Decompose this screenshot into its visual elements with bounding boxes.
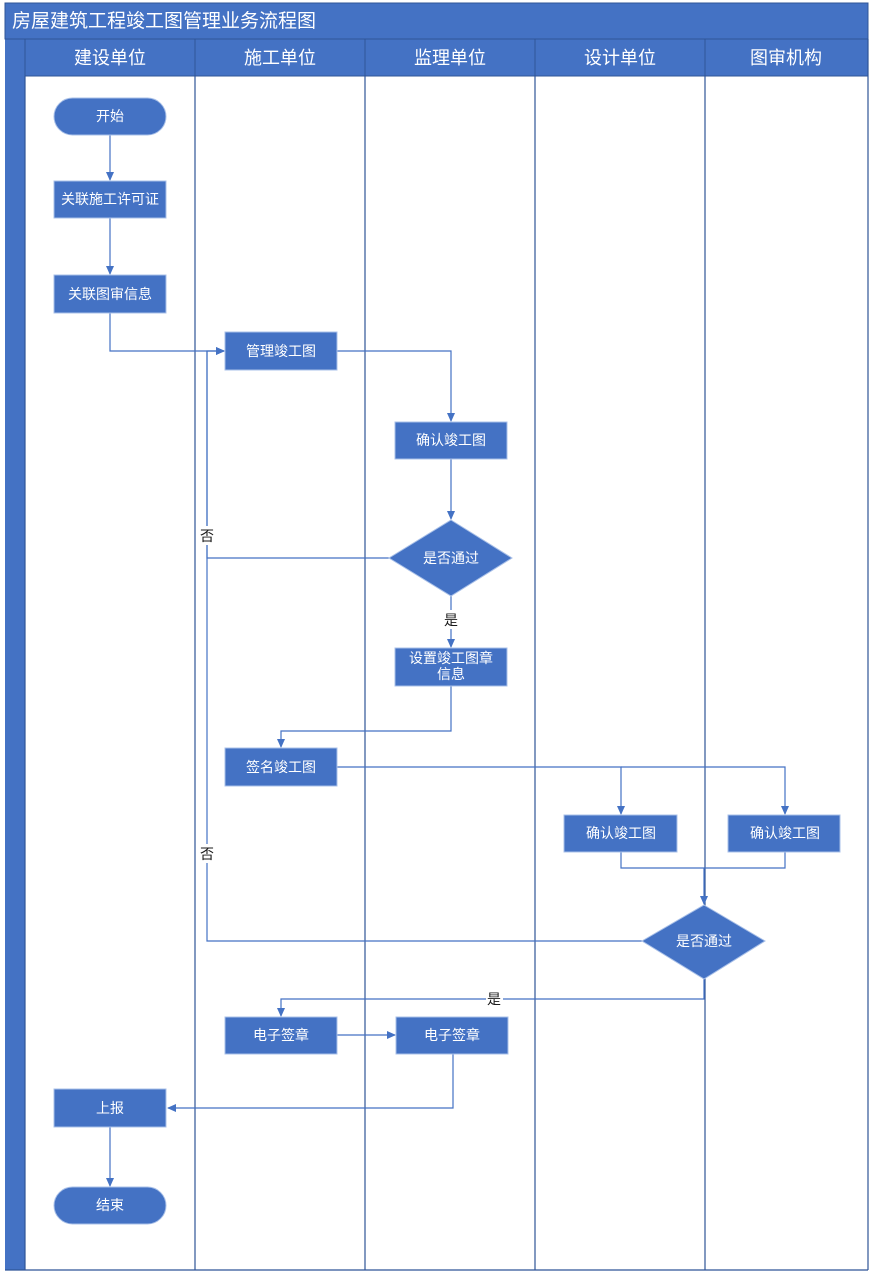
node-link-review-label: 关联图审信息 [68, 286, 152, 303]
node-link-review [53, 274, 167, 314]
node-confirm-design [563, 814, 678, 853]
edge-label-bg [442, 610, 459, 629]
edge-design-to-decision2 [620, 852, 708, 905]
left-band [5, 3, 25, 1270]
edge-label-decision1-yes: 是 [444, 613, 458, 629]
edge-review-to-manage [109, 313, 225, 355]
node-start [53, 97, 167, 136]
edge-sign-to-review [621, 766, 789, 815]
node-esign-supervision-label: 电子签章 [424, 1027, 480, 1044]
lane-label-supervisor: 监理单位 [414, 48, 486, 69]
node-set-stamp-label-line1: 设置竣工图章 [409, 650, 493, 667]
node-esign-construction [224, 1016, 338, 1055]
title-bar [4, 2, 869, 40]
lane-label-construction-owner: 建设单位 [74, 48, 146, 69]
lane-label-reviewer: 图审机构 [750, 48, 822, 69]
edge-stamp-to-sign [277, 686, 452, 748]
node-decision-2 [641, 904, 766, 980]
node-decision-1 [388, 519, 513, 597]
lane-headers: 建设单位 施工单位 监理单位 设计单位 图审机构 [24, 38, 869, 77]
node-start-label: 开始 [96, 109, 124, 125]
edge-label-decision1-no: 否 [200, 529, 214, 545]
edge-label-decision2-yes: 是 [487, 992, 501, 1008]
edge-manage-to-confirm [337, 350, 455, 422]
node-confirm-supervision-label: 确认竣工图 [416, 433, 486, 449]
edge-label-bg [199, 844, 216, 863]
node-manage-drawing [224, 331, 338, 371]
lane-label-designer: 设计单位 [584, 48, 656, 69]
node-confirm-review-label: 确认竣工图 [750, 826, 820, 842]
node-sign-drawing [224, 747, 338, 787]
node-link-permit [53, 180, 167, 219]
node-confirm-supervision [394, 421, 508, 460]
node-report [53, 1088, 167, 1128]
node-link-permit-label: 关联施工许可证 [61, 192, 159, 208]
edge-decision2-no [206, 351, 642, 942]
node-end-label: 结束 [96, 1198, 124, 1214]
lane-label-contractor: 施工单位 [244, 48, 316, 69]
node-sign-drawing-label: 签名竣工图 [246, 759, 316, 776]
node-confirm-design-label: 确认竣工图 [586, 826, 656, 842]
node-esign-supervision [395, 1016, 509, 1055]
node-manage-drawing-label: 管理竣工图 [246, 344, 316, 360]
lane-header-4 [704, 38, 869, 77]
edge-label-bg [486, 989, 503, 1008]
lane-header-1 [194, 38, 366, 77]
lane-header-3 [534, 38, 706, 77]
node-decision-2-label: 是否通过 [676, 934, 732, 950]
nodes: 开始 关联施工许可证 关联图审信息 管理竣工图 确认竣工图 是否通过 设置竣工图… [53, 97, 841, 1225]
edge-review-to-decision2 [704, 852, 786, 869]
node-set-stamp-label-line2: 信息 [437, 666, 465, 683]
edge-label-bg [199, 526, 216, 545]
lane-header-2 [364, 38, 536, 77]
node-decision-1-label: 是否通过 [423, 551, 479, 567]
node-report-label: 上报 [96, 1101, 124, 1117]
node-end [53, 1186, 167, 1225]
lane-dividers [5, 39, 869, 1271]
edge-label-decision2-no: 否 [200, 847, 214, 863]
node-set-stamp [394, 647, 508, 687]
node-esign-construction-label: 电子签章 [253, 1027, 309, 1044]
node-confirm-review [727, 814, 841, 853]
lane-header-0 [24, 38, 196, 77]
edge-esign-to-report [167, 1054, 454, 1112]
diagram-title: 房屋建筑工程竣工图管理业务流程图 [12, 10, 316, 32]
